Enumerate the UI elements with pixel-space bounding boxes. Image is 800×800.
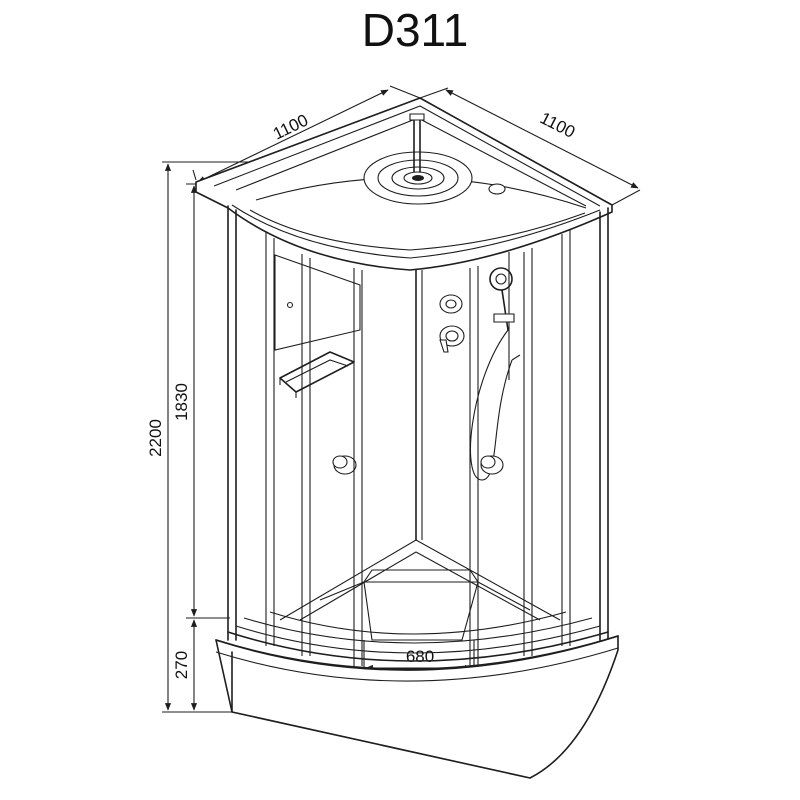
- corner-shelf: [279, 351, 355, 398]
- shower-tray-base: [215, 635, 619, 779]
- tray-opening-label: 680: [406, 647, 434, 666]
- cabin-height-label: 1830: [172, 383, 191, 421]
- rain-shower-head: [363, 113, 506, 205]
- tray-height-label: 270: [172, 651, 191, 679]
- back-walls: [279, 269, 561, 621]
- control-panel: [274, 254, 361, 351]
- total-height-label: 2200: [146, 419, 165, 457]
- door-frame: [227, 205, 609, 666]
- model-title: D311: [362, 4, 469, 56]
- width-right-label: 1100: [537, 108, 578, 142]
- mixer-tap-icon: [439, 325, 465, 353]
- width-left-label: 1100: [270, 111, 311, 144]
- left-handle-icon: [332, 455, 357, 475]
- hand-shower-icon: [469, 252, 521, 481]
- massage-jets: [439, 294, 463, 314]
- right-handle-icon: [480, 455, 504, 475]
